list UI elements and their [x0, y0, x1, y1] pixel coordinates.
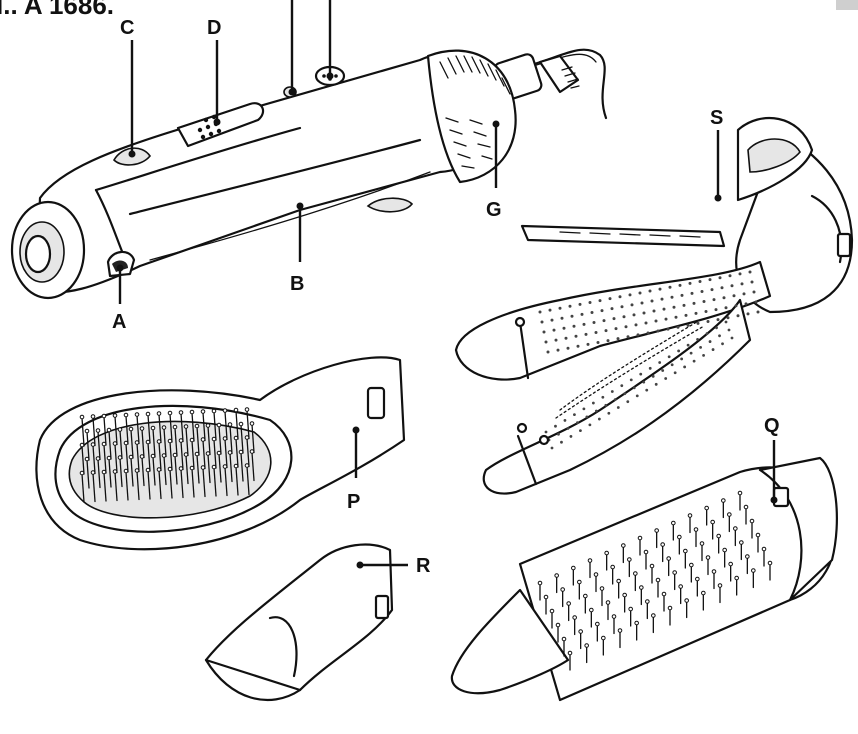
round-brush-tip [450, 588, 570, 695]
rotating-collar [426, 49, 517, 184]
label-c: C [120, 17, 134, 39]
straightener-attachment [454, 116, 854, 495]
label-g: G [486, 199, 502, 221]
label-s: S [710, 107, 723, 129]
handle-body [34, 53, 502, 294]
concentrator-nozzle [204, 543, 394, 702]
label-p: P [347, 491, 360, 513]
lower-arm [482, 298, 752, 495]
button-panel-d [176, 102, 265, 148]
cord-swivel [538, 54, 580, 94]
stand-rest [366, 197, 414, 213]
label-r: R [416, 555, 431, 577]
label-d: D [207, 17, 221, 39]
diagram-title: I.. A 1686. [0, 0, 114, 20]
clamp-plate [520, 224, 726, 248]
label-a: A [112, 311, 126, 333]
label-b: B [290, 273, 304, 295]
label-q: Q [764, 415, 780, 437]
round-brush-attachment [450, 456, 838, 702]
paddle-brush-attachment [35, 356, 406, 551]
round-brush-collar [758, 456, 838, 602]
upper-arm [454, 260, 772, 381]
main-handle-unit [10, 48, 608, 300]
corner-tab [836, 0, 858, 10]
nozzle-body [204, 543, 394, 702]
